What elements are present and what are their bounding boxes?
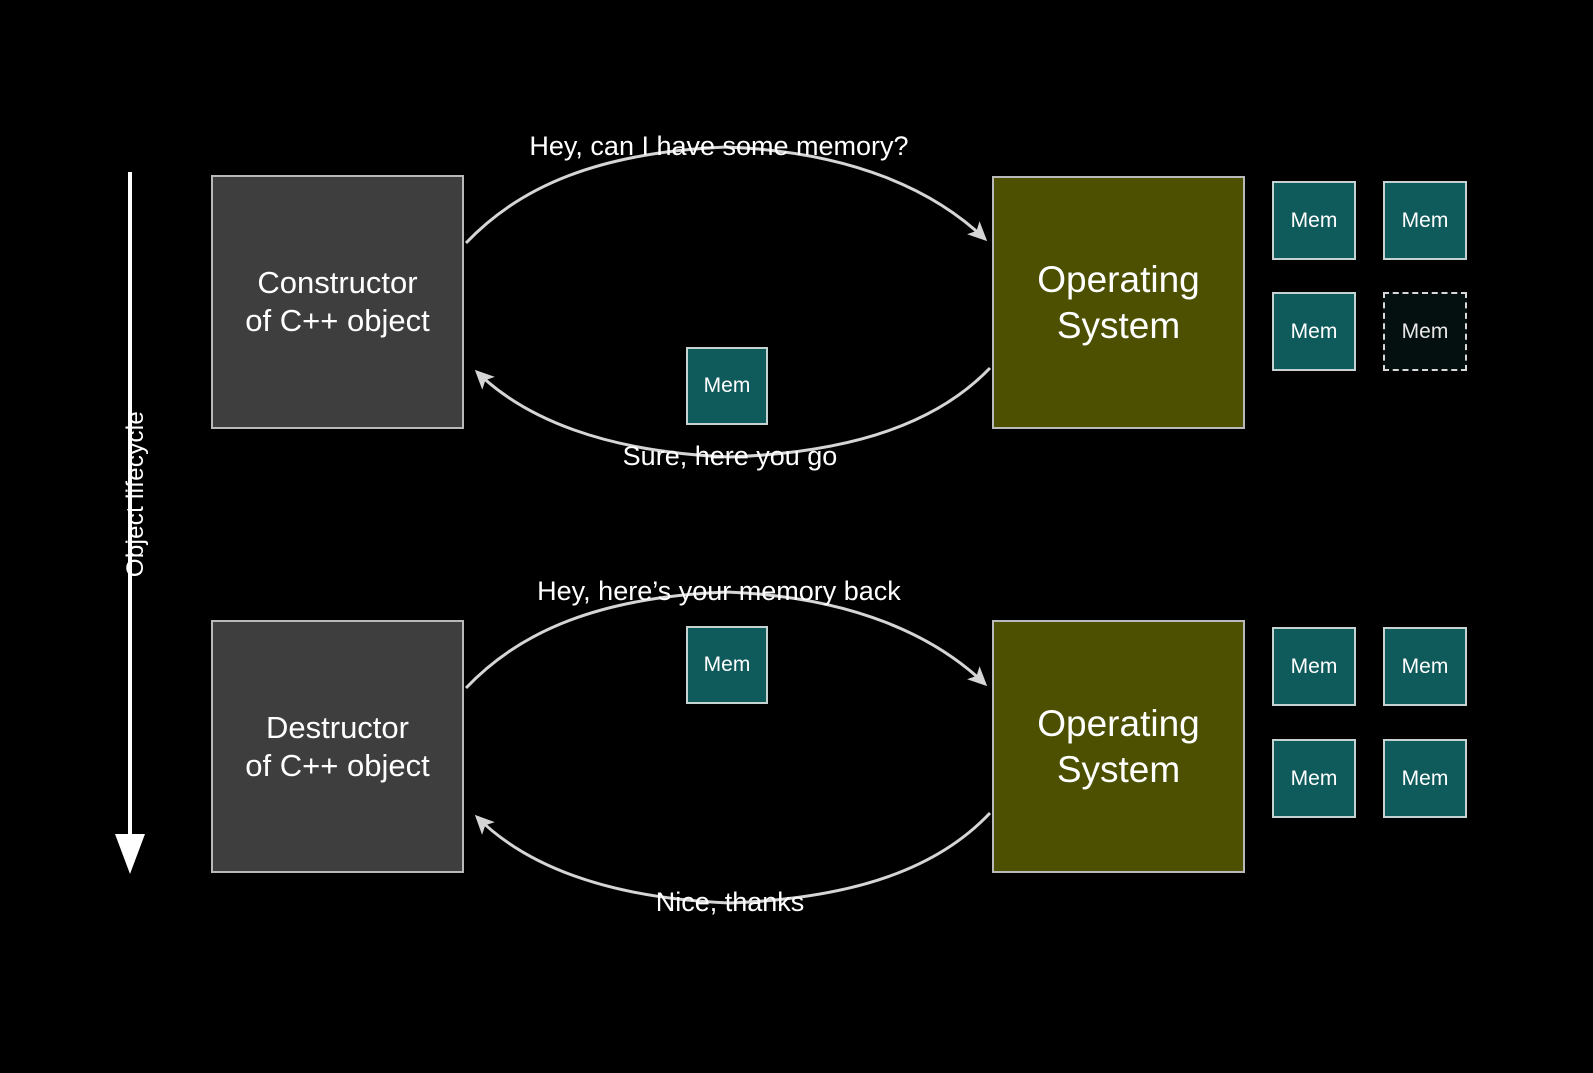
constructor-node[interactable]: Constructor of C++ object — [211, 175, 464, 429]
memory-block-in-transit-bottom: Mem — [686, 626, 768, 704]
os-label-top-line2: System — [1056, 304, 1181, 346]
constructor-label: Constructor of C++ object — [245, 264, 429, 340]
destructor-label-line2: of C++ object — [245, 747, 430, 783]
caption-memory-grant: Sure, here you go — [622, 441, 838, 471]
operating-system-node-top[interactable]: Operating System — [992, 176, 1245, 429]
memory-pool-block-bottom-2: Mem — [1383, 627, 1467, 706]
constructor-label-line1: Constructor — [257, 265, 418, 301]
memory-pool-block-top-3: Mem — [1272, 292, 1356, 371]
destructor-label: Destructor of C++ object — [245, 709, 429, 785]
os-label-top: Operating System — [1037, 257, 1200, 347]
memory-pool-block-top-1: Mem — [1272, 181, 1356, 260]
caption-memory-request: Hey, can I have some memory? — [529, 131, 909, 161]
caption-memory-ack: Nice, thanks — [655, 887, 805, 917]
os-label-top-line1: Operating — [1037, 259, 1200, 301]
os-label-bottom-line2: System — [1056, 748, 1181, 790]
os-label-bottom-line1: Operating — [1037, 703, 1200, 745]
caption-memory-return: Hey, here’s your memory back — [537, 576, 901, 606]
memory-pool-block-bottom-4: Mem — [1383, 739, 1467, 818]
memory-block-in-transit-top: Mem — [686, 347, 768, 425]
os-label-bottom: Operating System — [1037, 701, 1200, 791]
operating-system-node-bottom[interactable]: Operating System — [992, 620, 1245, 873]
memory-pool-block-top-2: Mem — [1383, 181, 1467, 260]
memory-pool-block-bottom-3: Mem — [1272, 739, 1356, 818]
destructor-node[interactable]: Destructor of C++ object — [211, 620, 464, 873]
object-lifecycle-axis: Object lifecycle — [108, 170, 154, 870]
memory-pool-block-bottom-1: Mem — [1272, 627, 1356, 706]
destructor-label-line1: Destructor — [266, 709, 409, 745]
memory-pool-block-top-4-free: Mem — [1383, 292, 1467, 371]
constructor-label-line2: of C++ object — [245, 303, 430, 338]
object-lifecycle-label: Object lifecycle — [122, 410, 149, 578]
